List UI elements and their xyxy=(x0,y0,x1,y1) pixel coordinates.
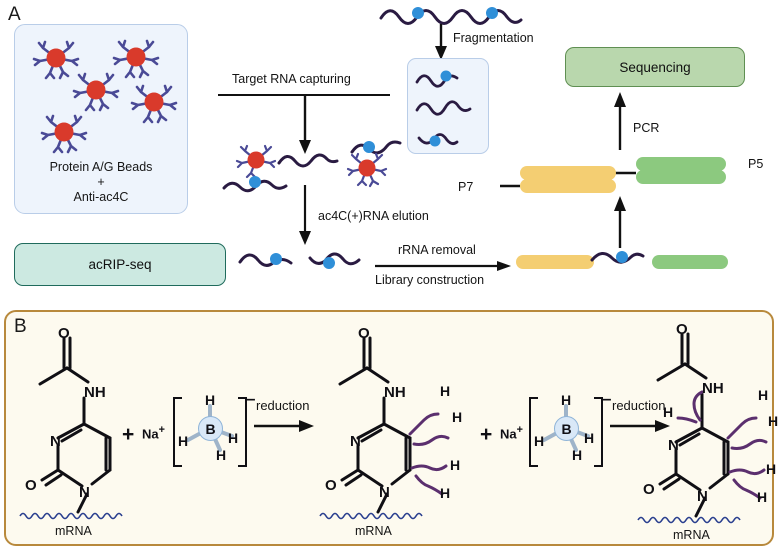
borohydride-h-1b: H xyxy=(178,433,189,449)
ac4c-ring-n1: N xyxy=(79,484,90,501)
partial-ring-n3: N xyxy=(350,433,361,450)
borohydride-h-2b: H xyxy=(534,433,545,449)
beads-caption-line3: Anti-ac4C xyxy=(73,190,129,204)
bracket-left-1 xyxy=(173,397,182,467)
reduction-label-2: reduction xyxy=(612,398,666,413)
bead-rna-complex-left xyxy=(222,144,288,193)
structure-ac4c xyxy=(19,336,123,520)
antibody-bead-cluster xyxy=(32,39,178,154)
sequencing-box: Sequencing xyxy=(565,47,745,87)
full-ring-n3: N xyxy=(668,437,679,454)
full-added-h-4: H xyxy=(757,489,768,505)
pcr-arrow xyxy=(614,92,626,150)
sequencing-label: Sequencing xyxy=(619,59,691,75)
ac4c-elution-label: ac4C(+)RNA elution xyxy=(318,209,429,223)
p5-label: P5 xyxy=(748,157,764,171)
reduction-label-1: reduction xyxy=(256,398,310,413)
reduction-arrow-2 xyxy=(610,420,670,432)
fragmentation-arrow xyxy=(435,24,447,60)
plus-symbol-1: + xyxy=(122,423,135,446)
full-added-h-3: H xyxy=(766,461,777,477)
sodium-cation-1: Na+ xyxy=(142,424,165,442)
plus-symbol-2: + xyxy=(480,423,493,446)
full-carbonyl-o: O xyxy=(676,321,688,338)
bead-rna-complex-right xyxy=(346,140,402,188)
partial-added-h-4: H xyxy=(440,485,451,501)
full-added-h-nh: H xyxy=(663,404,674,420)
bracket-right-1 xyxy=(238,397,247,467)
ac4c-ring-n3: N xyxy=(50,433,61,450)
partial-carbonyl-o: O xyxy=(358,325,370,342)
borohydride-h-1d: H xyxy=(216,447,227,463)
pcr-product-duplex xyxy=(500,157,726,193)
partial-added-h-3: H xyxy=(450,457,461,473)
panel-a: A xyxy=(8,4,764,287)
boron-atom-2: B xyxy=(554,416,579,441)
target-rna-capturing-label: Target RNA capturing xyxy=(232,72,351,86)
partial-added-h-1: H xyxy=(440,383,451,399)
bracket-right-2 xyxy=(594,397,603,467)
partial-added-h-2: H xyxy=(452,409,463,425)
full-added-h-2: H xyxy=(768,413,778,429)
boron-atom-1: B xyxy=(198,416,223,441)
full-ring-n1: N xyxy=(697,488,708,505)
capturing-arrow xyxy=(299,94,311,154)
reduction-arrow-1 xyxy=(254,420,314,432)
partial-amide-nh: NH xyxy=(384,384,406,401)
full-added-h-1: H xyxy=(758,387,769,403)
acrip-seq-label: acRIP-seq xyxy=(88,257,152,272)
ac4c-mrna-label: mRNA xyxy=(55,524,92,538)
fragmentation-label: Fragmentation xyxy=(453,31,534,45)
borohydride-h-1c: H xyxy=(228,430,239,446)
borohydride-h-2a: H xyxy=(561,392,572,408)
rna-fragments xyxy=(415,70,472,147)
free-rna-strand xyxy=(277,153,339,168)
full-amide-nh: NH xyxy=(702,380,724,397)
p7-label: P7 xyxy=(458,180,474,194)
ac4c-amide-nh: NH xyxy=(84,384,106,401)
beads-caption: Protein A/G Beads + Anti-ac4C xyxy=(14,160,188,205)
full-mrna-label: mRNA xyxy=(673,528,710,542)
panel-b-letter: B xyxy=(14,316,27,337)
full-ring-o2: O xyxy=(643,481,655,498)
rrna-removal-label: rRNA removal xyxy=(398,243,476,257)
beads-caption-line1: Protein A/G Beads xyxy=(49,160,153,174)
borohydride-h-1a: H xyxy=(205,392,216,408)
beads-caption-line2: + xyxy=(97,175,105,189)
charge-minus-2: – xyxy=(602,389,612,408)
partial-ring-n1: N xyxy=(379,484,390,501)
ac4c-ring-o2: O xyxy=(25,477,37,494)
structure-partially-reduced xyxy=(319,336,450,520)
borohydride-h-2d: H xyxy=(572,447,583,463)
pcr-label: PCR xyxy=(633,121,660,135)
library-construction-label: Library construction xyxy=(375,273,485,287)
panel-a-letter: A xyxy=(8,4,21,25)
structure-fully-reduced xyxy=(637,332,768,524)
bracket-left-2 xyxy=(529,397,538,467)
sodium-cation-2: Na+ xyxy=(500,424,523,442)
amplification-arrow xyxy=(614,196,626,248)
eluted-rna-strand-2 xyxy=(308,252,361,269)
borohydride-h-2c: H xyxy=(584,430,595,446)
library-construction-arrow xyxy=(375,261,511,271)
partial-ring-o2: O xyxy=(325,477,337,494)
charge-minus-1: – xyxy=(246,389,256,408)
partial-mrna-label: mRNA xyxy=(355,524,392,538)
eluted-rna-strand-1 xyxy=(238,253,293,267)
elution-arrow xyxy=(299,185,311,245)
acrip-seq-box: acRIP-seq xyxy=(14,243,226,286)
ligated-library-molecule xyxy=(516,251,728,269)
long-rna-strand xyxy=(379,7,523,25)
ac4c-carbonyl-o: O xyxy=(58,325,70,342)
